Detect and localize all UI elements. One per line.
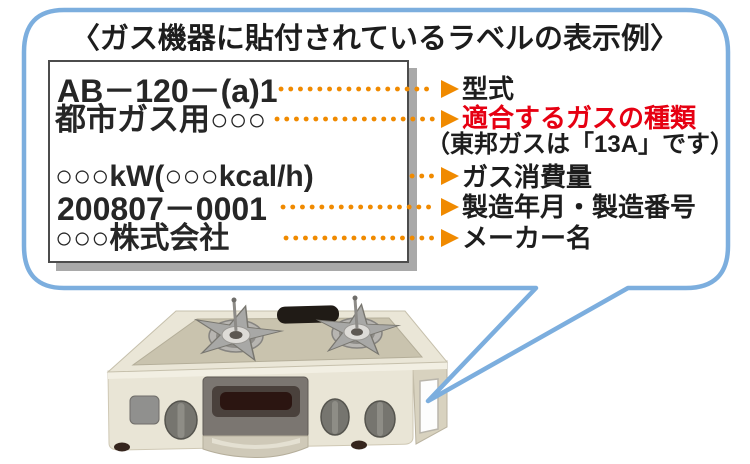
label-model-code: AB－120－(a)1 bbox=[57, 73, 278, 109]
stove-front-face bbox=[107, 364, 414, 451]
diagram-title: 〈ガス機器に貼付されているラベルの表示例〉 bbox=[70, 23, 680, 55]
grill-window bbox=[202, 376, 309, 459]
callout-model: 型式 bbox=[462, 74, 515, 104]
stove-side-label bbox=[419, 378, 439, 434]
appliance-label-box bbox=[48, 60, 409, 263]
callout-serial-number: 製造年月・製造番号 bbox=[462, 192, 697, 222]
callout-maker-name: メーカー名 bbox=[462, 223, 593, 253]
burner-right bbox=[315, 295, 402, 356]
arrow-right-icon bbox=[441, 229, 459, 247]
stove-side-face bbox=[412, 360, 448, 445]
callout-gas-consumption: ガス消費量 bbox=[462, 162, 593, 192]
callout-gas-type-note: （東邦ガスは「13A」です） bbox=[426, 131, 735, 158]
arrow-right-icon bbox=[441, 110, 459, 128]
label-gas-consumption: ○○○kW(○○○kcal/h) bbox=[55, 160, 314, 193]
burner-grate-icon bbox=[193, 304, 285, 362]
arrow-right-icon bbox=[441, 167, 459, 185]
arrow-right-icon bbox=[441, 198, 459, 216]
stove-knob-left bbox=[164, 400, 198, 440]
burner-grate-icon bbox=[315, 302, 402, 356]
stove-cooktop bbox=[131, 317, 424, 366]
stove-foot bbox=[114, 442, 130, 452]
callout-gas-type: 適合するガスの種類 bbox=[462, 103, 697, 133]
stove-knob-right bbox=[364, 400, 396, 438]
label-maker-name: ○○○株式会社 bbox=[55, 222, 230, 255]
stove-battery-cover bbox=[129, 395, 160, 425]
stove-rim-highlight bbox=[108, 361, 447, 379]
label-gas-type: 都市ガス用○○○ bbox=[55, 102, 267, 137]
stove-exhaust-opening bbox=[277, 305, 340, 324]
stove-top-rim bbox=[106, 310, 449, 373]
grill-drawer-handle bbox=[202, 435, 309, 459]
grill-drawer-highlight bbox=[212, 438, 300, 449]
stove-foot bbox=[351, 440, 367, 450]
burner-left bbox=[193, 297, 285, 362]
stove-knob-middle bbox=[320, 398, 350, 436]
arrow-right-icon bbox=[441, 80, 459, 98]
label-serial-number: 200807－0001 bbox=[57, 191, 267, 227]
